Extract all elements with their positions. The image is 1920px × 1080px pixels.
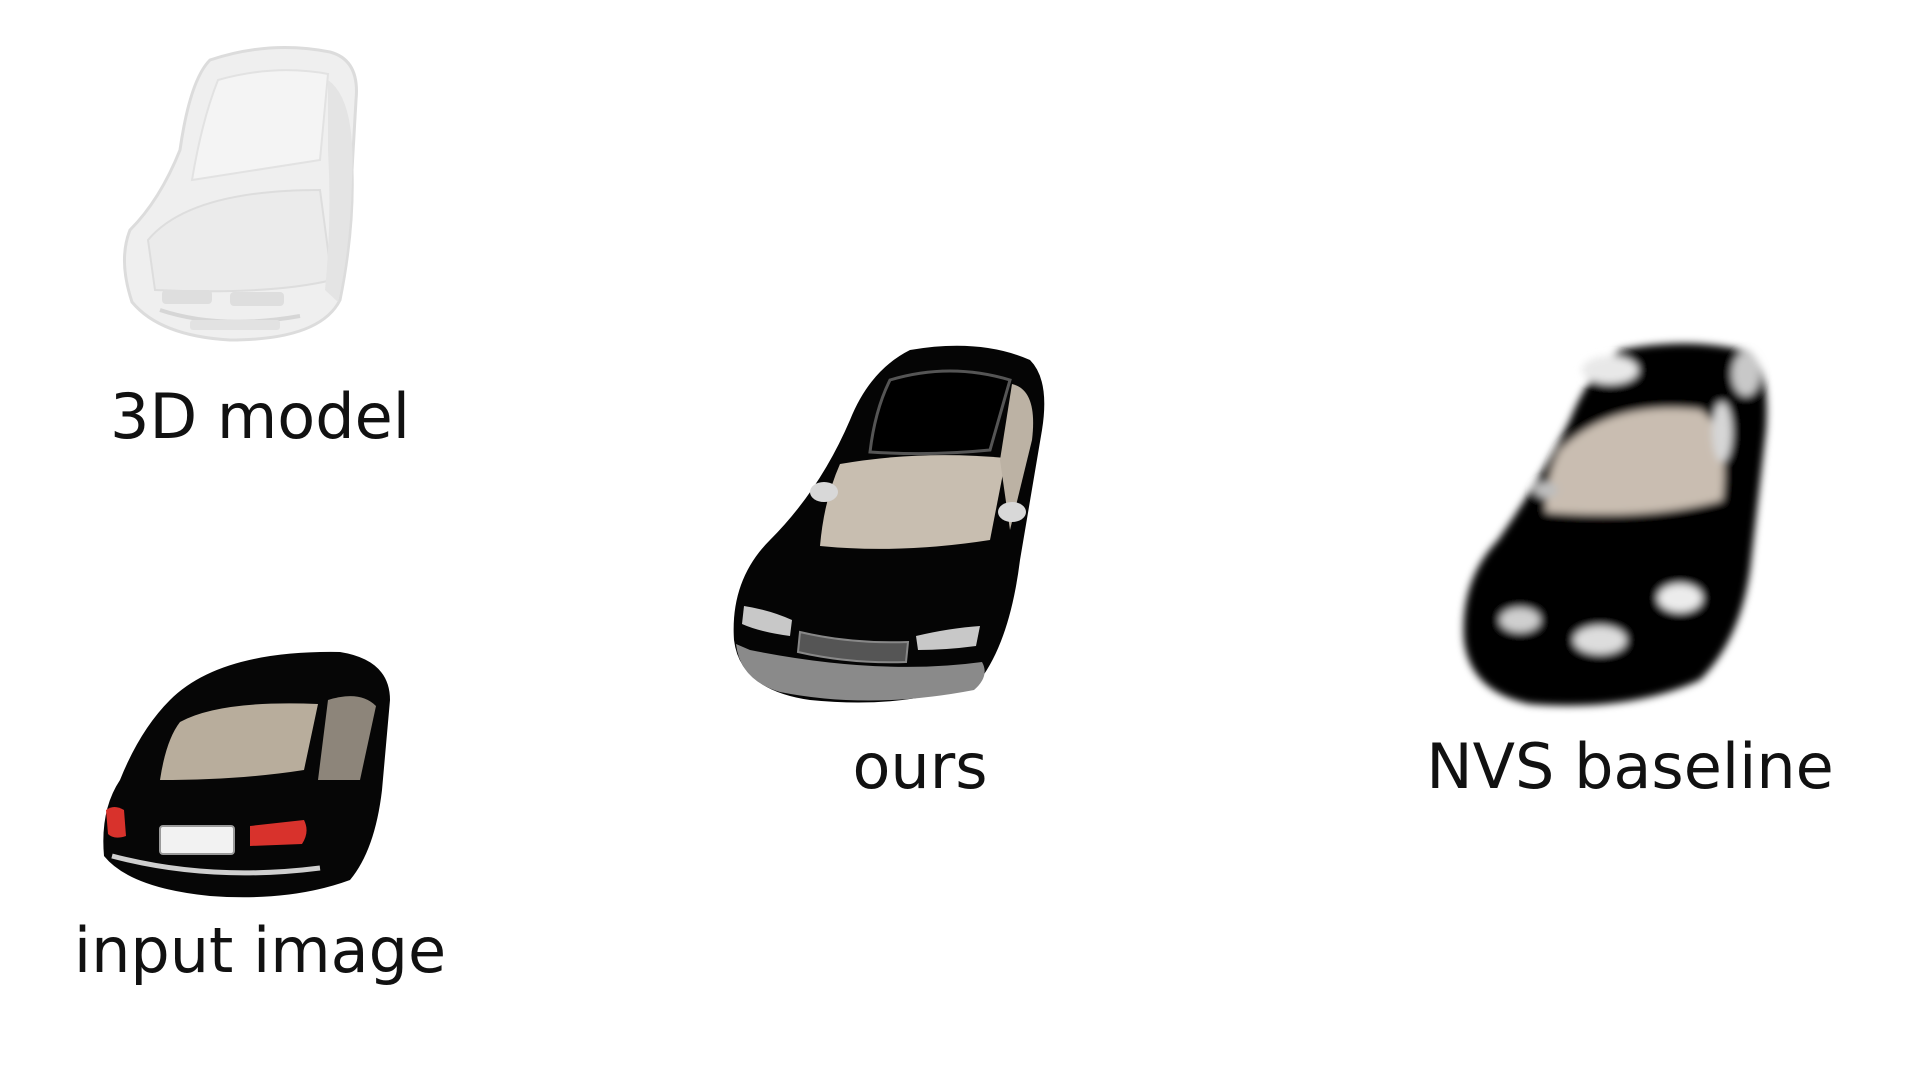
- ours-car-render: [733, 345, 1045, 703]
- caption-input-image: input image: [73, 914, 447, 987]
- caption-nvs-baseline: NVS baseline: [1426, 730, 1834, 803]
- panel-nvs-baseline: NVS baseline: [1410, 340, 1850, 800]
- panel-input-image: input image: [60, 640, 460, 990]
- caption-ours: ours: [852, 730, 988, 803]
- nvs-baseline-car-render: [1463, 343, 1767, 706]
- car-mesh-image: [122, 46, 358, 342]
- caption-3d-model: 3D model: [110, 380, 410, 453]
- panel-3d-model: 3D model: [70, 40, 450, 460]
- panel-ours: ours: [720, 340, 1120, 800]
- input-car-image: [103, 651, 391, 898]
